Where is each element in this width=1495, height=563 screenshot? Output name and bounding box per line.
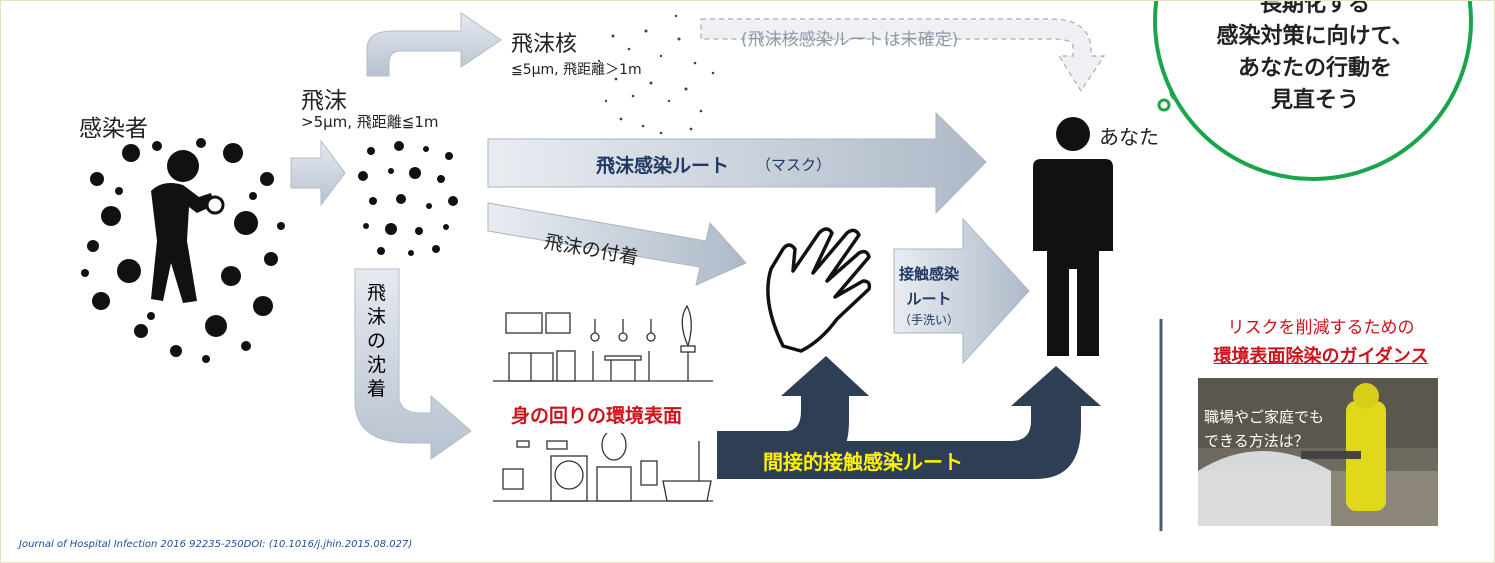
hand-icon (766, 227, 872, 353)
droplet-nuclei-spec: ≦5μm, 飛距離＞1m (511, 62, 642, 78)
you-label: あなた (1099, 125, 1159, 149)
deposition-arrow (354, 268, 472, 460)
thought-bubble (1153, 1, 1473, 181)
environment-label: 身の回りの環境表面 (511, 405, 683, 427)
infected-person-icon (151, 150, 225, 303)
contact-route-line1: 接触感染 (898, 265, 959, 283)
infected-droplets (81, 138, 285, 363)
droplet-label: 飛沫 (301, 88, 347, 114)
arrow-to-nuclei (366, 12, 502, 77)
environment-label-bg (493, 395, 713, 433)
guidance-photo (1198, 378, 1438, 526)
contact-route-note: （手洗い） (898, 313, 959, 327)
bubble-line1: 長期化する (1259, 0, 1370, 17)
contact-route-arrow (893, 217, 1030, 365)
nuclei-route-note: (飛沫核感染ルートは未確定) (741, 30, 959, 50)
guidance-heading: リスクを削減するための 環境表面除染のガイダンス (1171, 313, 1471, 368)
infected-label: 感染者 (79, 116, 148, 142)
person-icon (1033, 117, 1113, 356)
photo-caption-line1: 職場やご家庭でも (1204, 408, 1325, 426)
indirect-route-label: 間接的接触感染ルート (763, 450, 963, 474)
guidance-line1: リスクを削減するための (1227, 318, 1415, 338)
droplet-route-arrow (487, 111, 987, 215)
photo-caption-line2: できる方法は？ (1204, 432, 1309, 450)
bubble-text: 長期化する 感染対策に向けて、 あなたの行動を 見直そう (1191, 0, 1439, 117)
droplet-spec: >5μm, 飛距離≦1m (301, 113, 439, 131)
bubble-line4: 見直そう (1270, 88, 1359, 113)
deposition-label: 飛沫の沈着 (367, 282, 387, 400)
droplet-route-label: 飛沫感染ルート (596, 155, 730, 177)
bubble-line2: 感染対策に向けて、 (1216, 24, 1414, 49)
nuclei-route-arc (700, 18, 1106, 93)
droplet-route-note: （マスク） (756, 156, 832, 174)
guidance-photo-caption: 職場やご家庭でも できる方法は？ (1204, 405, 1324, 453)
citation: Journal of Hospital Infection 2016 92235… (19, 539, 413, 550)
droplet-nuclei-dots (597, 14, 715, 135)
droplet-cluster (358, 141, 458, 256)
contact-route-line2: ルート (906, 290, 952, 308)
arrow-infected-to-droplet (290, 139, 346, 207)
adhesion-arrow (487, 202, 747, 286)
room-illustration (493, 304, 713, 502)
droplet-nuclei-label: 飛沫核 (511, 32, 578, 57)
bubble-line3: あなたの行動を (1237, 56, 1392, 81)
contact-route-label: 接触感染 ルート （手洗い） (894, 263, 964, 328)
guidance-link[interactable]: 環境表面除染のガイダンス (1213, 346, 1429, 367)
